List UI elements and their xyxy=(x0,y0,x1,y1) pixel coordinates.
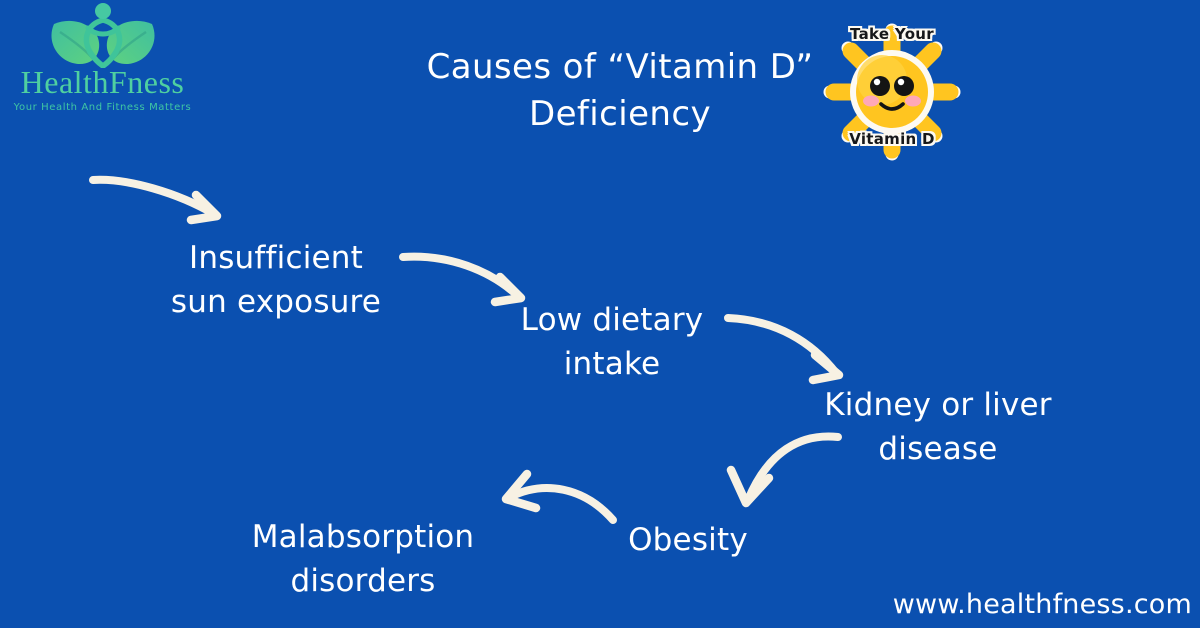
leaf-person-wellness-icon xyxy=(50,3,155,68)
flow-node-kidney-or-liver-disease: Kidney or liver disease xyxy=(824,387,1052,468)
intro-arrow xyxy=(89,175,222,225)
flow-node-low-dietary-intake: Low dietary intake xyxy=(520,302,704,383)
site-url[interactable]: www.healthfness.com xyxy=(892,589,1192,620)
brand-logo[interactable]: HealthFness Your Health And Fitness Matt… xyxy=(0,2,205,137)
page-title: Causes of “Vitamin D” Deficiency xyxy=(426,47,814,134)
arrow-obesity-to-malabsorption xyxy=(501,469,617,524)
arrow-insufficient-to-dietary xyxy=(399,252,526,307)
brand-wordmark: HealthFness xyxy=(20,64,185,100)
flow-node-malabsorption-disorders: Malabsorption disorders xyxy=(251,519,475,600)
flow-node-obesity: Obesity xyxy=(628,522,748,558)
flow-node-insufficient-sun-exposure: Insufficient sun exposure xyxy=(170,240,382,321)
arrow-dietary-to-kidney xyxy=(724,314,844,385)
sticker-bottom-text: Vitamin D xyxy=(849,130,935,148)
vitamin-d-sun-sticker: Take Your Vitamin D xyxy=(822,8,962,170)
brand-tagline: Your Health And Fitness Matters xyxy=(13,101,192,113)
sticker-top-text: Take Your xyxy=(850,25,934,43)
smiling-sun-icon xyxy=(823,23,961,161)
